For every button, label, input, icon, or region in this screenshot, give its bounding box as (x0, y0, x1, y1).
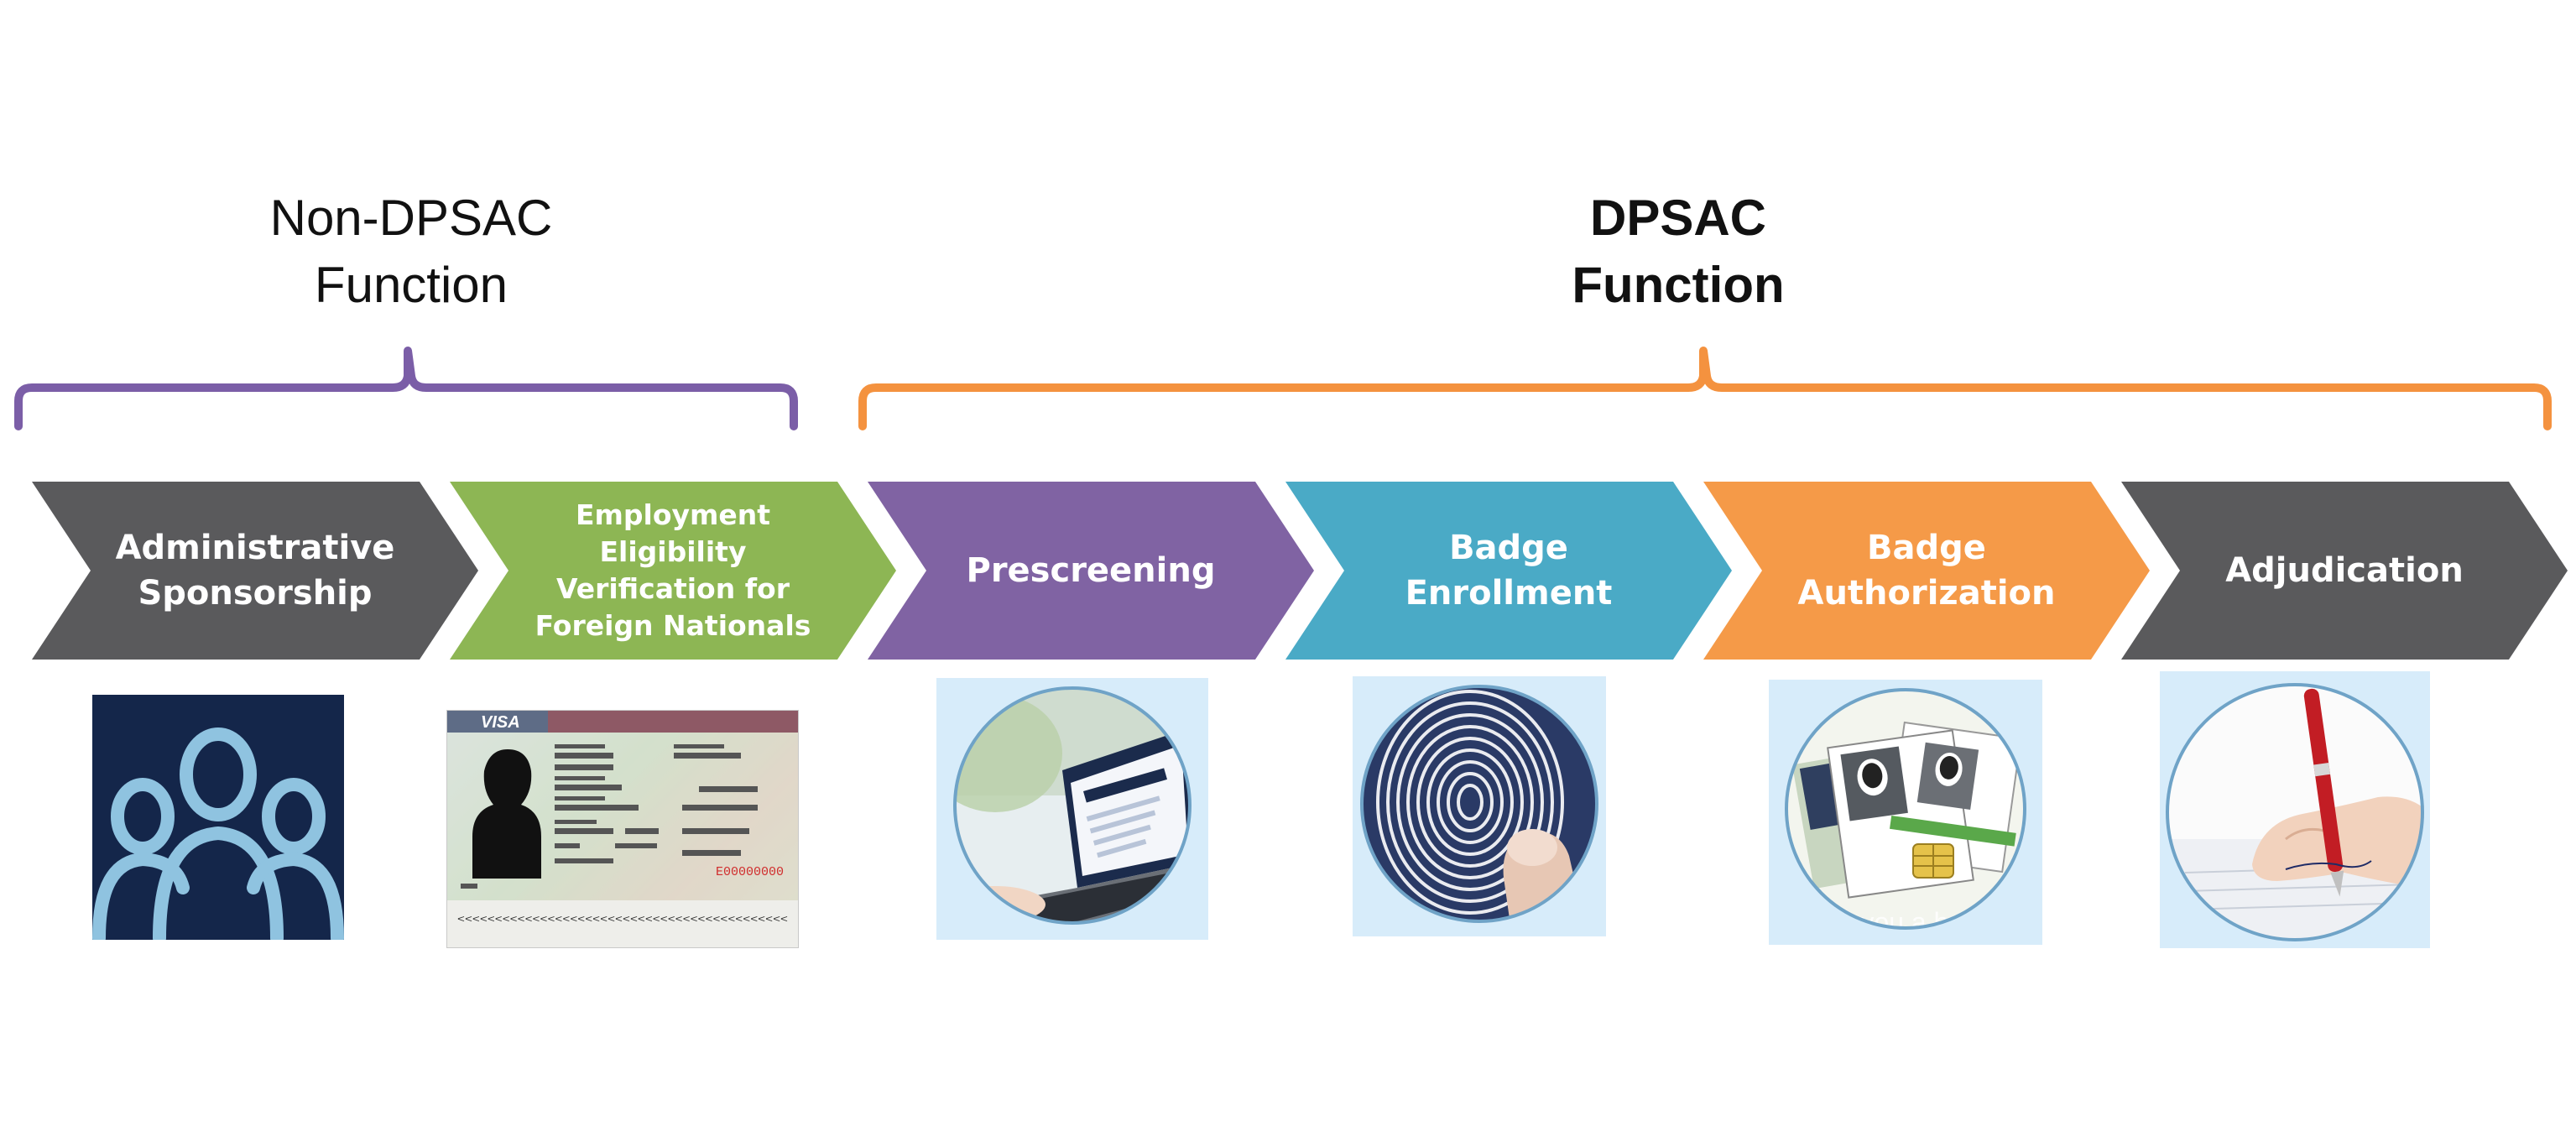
dpsac-label-line1: DPSAC (1589, 190, 1767, 246)
chevron-employment-eligibility (450, 482, 896, 660)
visa-serial-text: E00000000 (716, 865, 784, 879)
step-label-line: Foreign Nationals (534, 609, 811, 642)
step-label-line: Prescreening (966, 551, 1216, 590)
chevron-administrative-sponsorship (32, 482, 478, 660)
laptop-icon (936, 678, 1208, 940)
dpsac-label-line2: Function (1572, 257, 1785, 313)
step-label-line: Authorization (1797, 574, 2056, 613)
id-badge-icon: ssuing you a badge. (1769, 680, 2042, 945)
chevron-adjudication (2121, 482, 2568, 660)
people-icon (92, 695, 344, 940)
chevron-prescreening (868, 482, 1314, 660)
step-label-line: Employment (575, 498, 771, 531)
step-label-prescreening: Prescreening (926, 482, 1255, 660)
step-label-line: Badge (1867, 529, 1986, 567)
badge-watermark-text: ssuing you a badge. (1776, 907, 2015, 937)
step-label-line: Enrollment (1405, 574, 1613, 613)
non-dpsac-function-label: Non-DPSAC Function (201, 185, 621, 319)
visa-header-text: VISA (481, 713, 520, 732)
non-dpsac-brace (14, 347, 798, 430)
fingerprint-icon (1353, 676, 1606, 936)
dpsac-brace (858, 347, 2552, 430)
chevron-badge-enrollment (1285, 482, 1732, 660)
non-dpsac-label-line2: Function (314, 257, 508, 313)
step-label-line: Badge (1449, 529, 1568, 567)
step-label-line: Verification for (555, 572, 790, 605)
pen-writing-icon (2160, 671, 2430, 948)
step-label-line: Administrative (115, 529, 395, 567)
non-dpsac-label-line1: Non-DPSAC (269, 190, 553, 246)
visa-document-icon: VISA E00000000 <<<<<<<<<<<<<<<<<<<<<<<<<… (446, 710, 799, 948)
step-label-line: Adjudication (2225, 551, 2464, 590)
step-label-line: Sponsorship (138, 574, 373, 613)
step-label-line: Eligibility (599, 535, 747, 568)
chevron-badge-authorization (1703, 482, 2150, 660)
step-label-adjudication: Adjudication (2180, 482, 2509, 660)
dpsac-function-label: DPSAC Function (1468, 185, 1888, 319)
visa-mrz-line: <<<<<<<<<<<<<<<<<<<<<<<<<<<<<<<<<<<<<<<<… (457, 914, 788, 926)
